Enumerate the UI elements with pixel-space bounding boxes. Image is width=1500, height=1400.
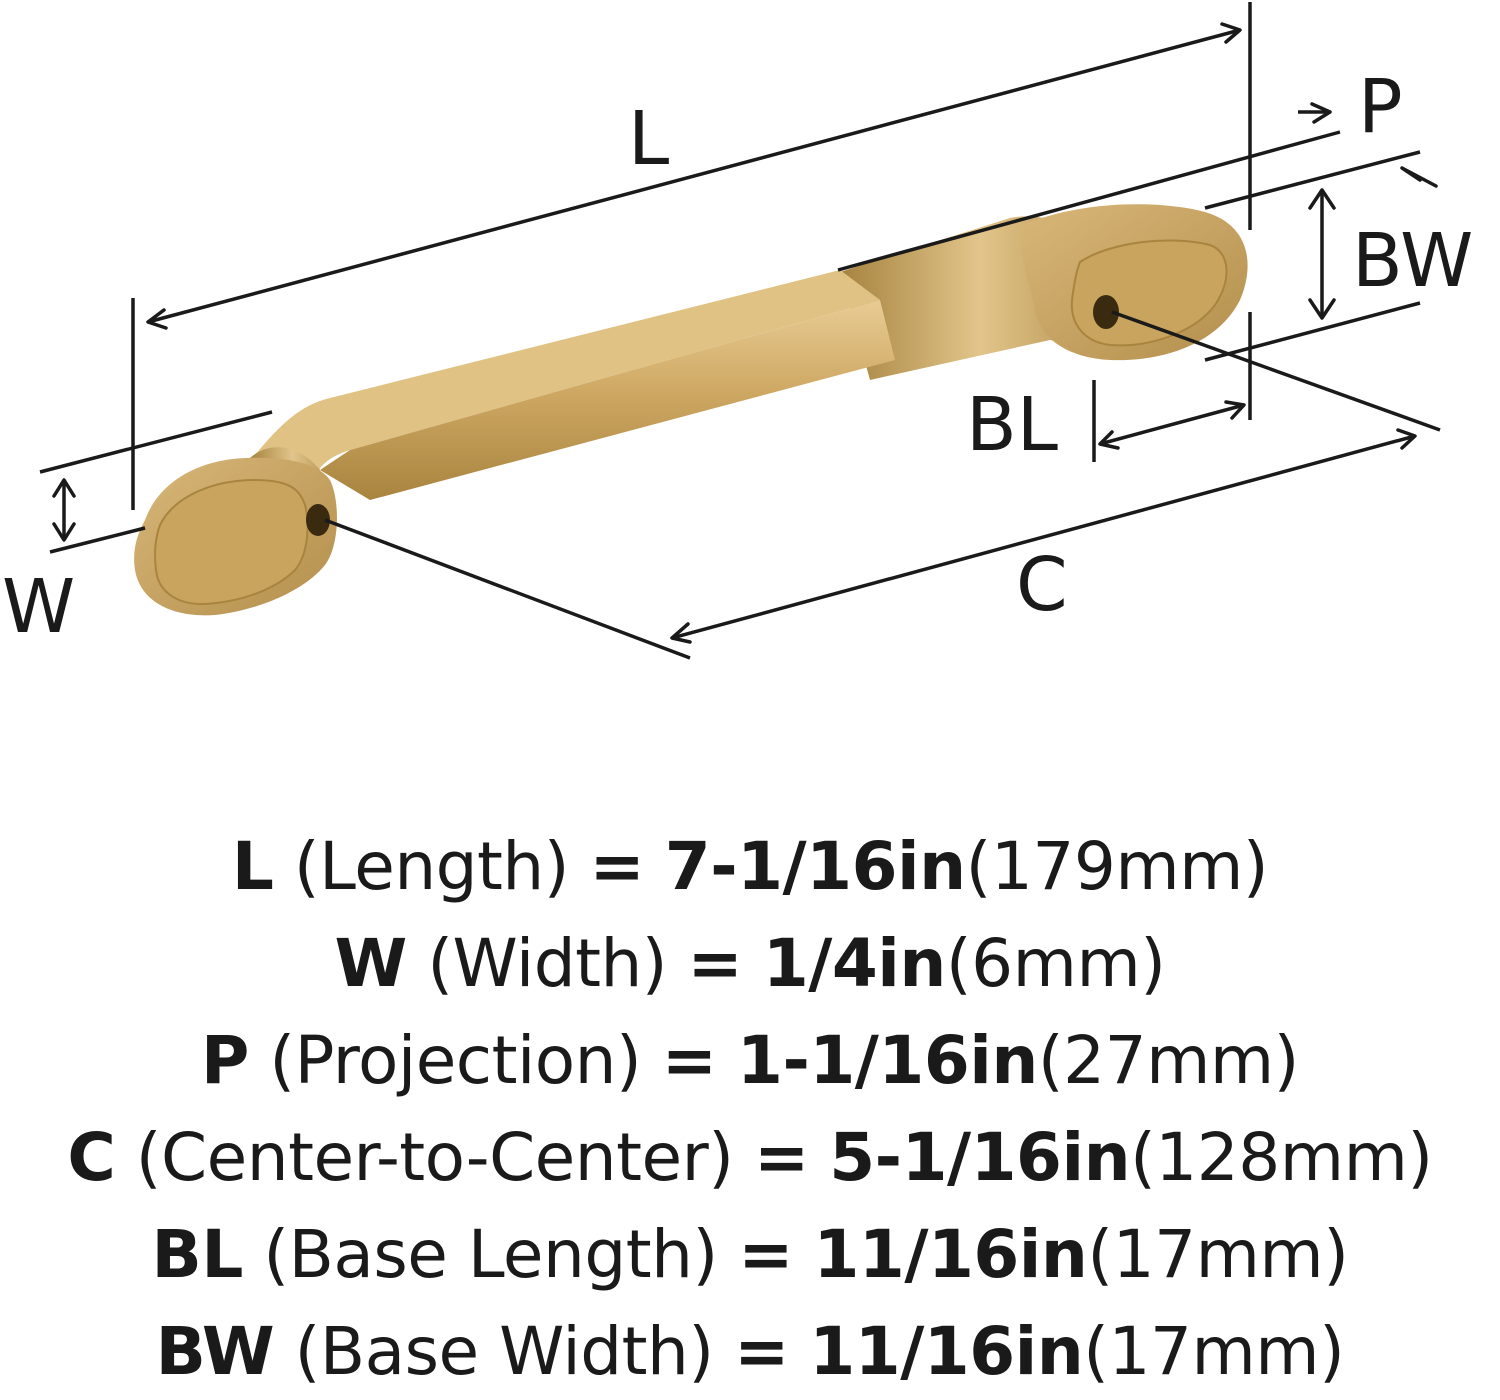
- label-BL: BL: [966, 382, 1058, 468]
- width-extension-bottom: [49, 526, 146, 554]
- length-arrow-right: [1220, 22, 1242, 44]
- width-arrow-top: [52, 478, 76, 498]
- handle-bar-side: [320, 300, 895, 500]
- spec-equals: =: [687, 925, 743, 1002]
- spec-inch-value: 7-1/16in: [664, 828, 966, 905]
- dimension-labels: L P BW BL W C: [2, 64, 1473, 650]
- spec-row-base-width: BW (Base Width) = 11/16in(17mm): [0, 1303, 1500, 1400]
- projection-arrow: [1310, 102, 1332, 124]
- spec-inch-value: 5-1/16in: [829, 1119, 1131, 1196]
- projection-arrow-base: [1400, 166, 1438, 188]
- handle-dimension-diagram: L P BW BL W C: [2, 2, 1473, 660]
- projection-extension-base: [1204, 150, 1421, 210]
- spec-equals: =: [753, 1119, 809, 1196]
- spec-mm-value: (17mm): [1083, 1313, 1345, 1390]
- spec-name: (Center-to-Center): [135, 1119, 734, 1196]
- base-width-arrow-top: [1308, 188, 1336, 210]
- spec-key: P: [201, 1022, 249, 1099]
- spec-inch-value: 1/4in: [762, 925, 947, 1002]
- spec-row-center-to-center: C (Center-to-Center) = 5-1/16in(128mm): [0, 1109, 1500, 1206]
- spec-name: (Width): [427, 925, 668, 1002]
- label-BW: BW: [1352, 218, 1473, 304]
- length-dimension-line: [147, 28, 1241, 324]
- spec-row-base-length: BL (Base Length) = 11/16in(17mm): [0, 1206, 1500, 1303]
- spec-key: W: [334, 925, 408, 1002]
- spec-name: (Projection): [269, 1022, 642, 1099]
- dimension-lines: [39, 2, 1441, 660]
- width-extension-top: [39, 410, 273, 474]
- spec-key: L: [231, 828, 274, 905]
- center-dimension-line: [671, 434, 1416, 640]
- spec-row-width: W (Width) = 1/4in(6mm): [0, 915, 1500, 1012]
- base-width-arrow-bottom: [1308, 298, 1336, 320]
- length-arrow-left: [146, 308, 168, 330]
- spec-mm-value: (128mm): [1130, 1119, 1433, 1196]
- handle-left-screw-hole: [306, 504, 330, 536]
- spec-name: (Base Length): [263, 1216, 718, 1293]
- spec-equals: =: [661, 1022, 717, 1099]
- label-W: W: [2, 564, 75, 650]
- spec-mm-value: (17mm): [1087, 1216, 1349, 1293]
- spec-key: BW: [155, 1313, 275, 1390]
- label-C: C: [1016, 542, 1068, 628]
- spec-name: (Base Width): [294, 1313, 714, 1390]
- cabinet-pull-handle: [134, 204, 1248, 616]
- handle-left-base-recess: [154, 478, 309, 606]
- center-extension-left: [324, 518, 691, 660]
- center-arrow-left: [670, 622, 692, 644]
- handle-right-screw-hole: [1093, 295, 1119, 329]
- width-arrow-bottom: [52, 522, 76, 542]
- spec-name: (Length): [293, 828, 570, 905]
- base-width-extension: [1204, 301, 1421, 362]
- spec-inch-value: 11/16in: [813, 1216, 1088, 1293]
- spec-row-projection: P (Projection) = 1-1/16in(27mm): [0, 1012, 1500, 1109]
- center-arrow-right: [1396, 428, 1417, 450]
- dimension-spec-list: L (Length) = 7-1/16in(179mm) W (Width) =…: [0, 818, 1500, 1400]
- spec-mm-value: (6mm): [945, 925, 1166, 1002]
- label-L: L: [628, 96, 669, 182]
- spec-inch-value: 11/16in: [809, 1313, 1084, 1390]
- center-extension-right: [1111, 310, 1441, 432]
- spec-mm-value: (27mm): [1037, 1022, 1300, 1099]
- handle-bar-top: [255, 270, 880, 470]
- label-P: P: [1358, 64, 1403, 150]
- spec-key: C: [67, 1119, 116, 1196]
- base-length-dimension-line: [1099, 403, 1245, 446]
- projection-extension-top: [837, 130, 1341, 272]
- spec-equals: =: [738, 1216, 794, 1293]
- spec-mm-value: (179mm): [965, 828, 1269, 905]
- spec-key: BL: [151, 1216, 244, 1293]
- spec-equals: =: [734, 1313, 789, 1390]
- spec-equals: =: [589, 828, 645, 905]
- spec-inch-value: 1-1/16in: [737, 1022, 1038, 1099]
- base-length-arrow-right: [1224, 400, 1246, 420]
- spec-row-length: L (Length) = 7-1/16in(179mm): [0, 818, 1500, 915]
- base-length-arrow-left: [1098, 430, 1120, 450]
